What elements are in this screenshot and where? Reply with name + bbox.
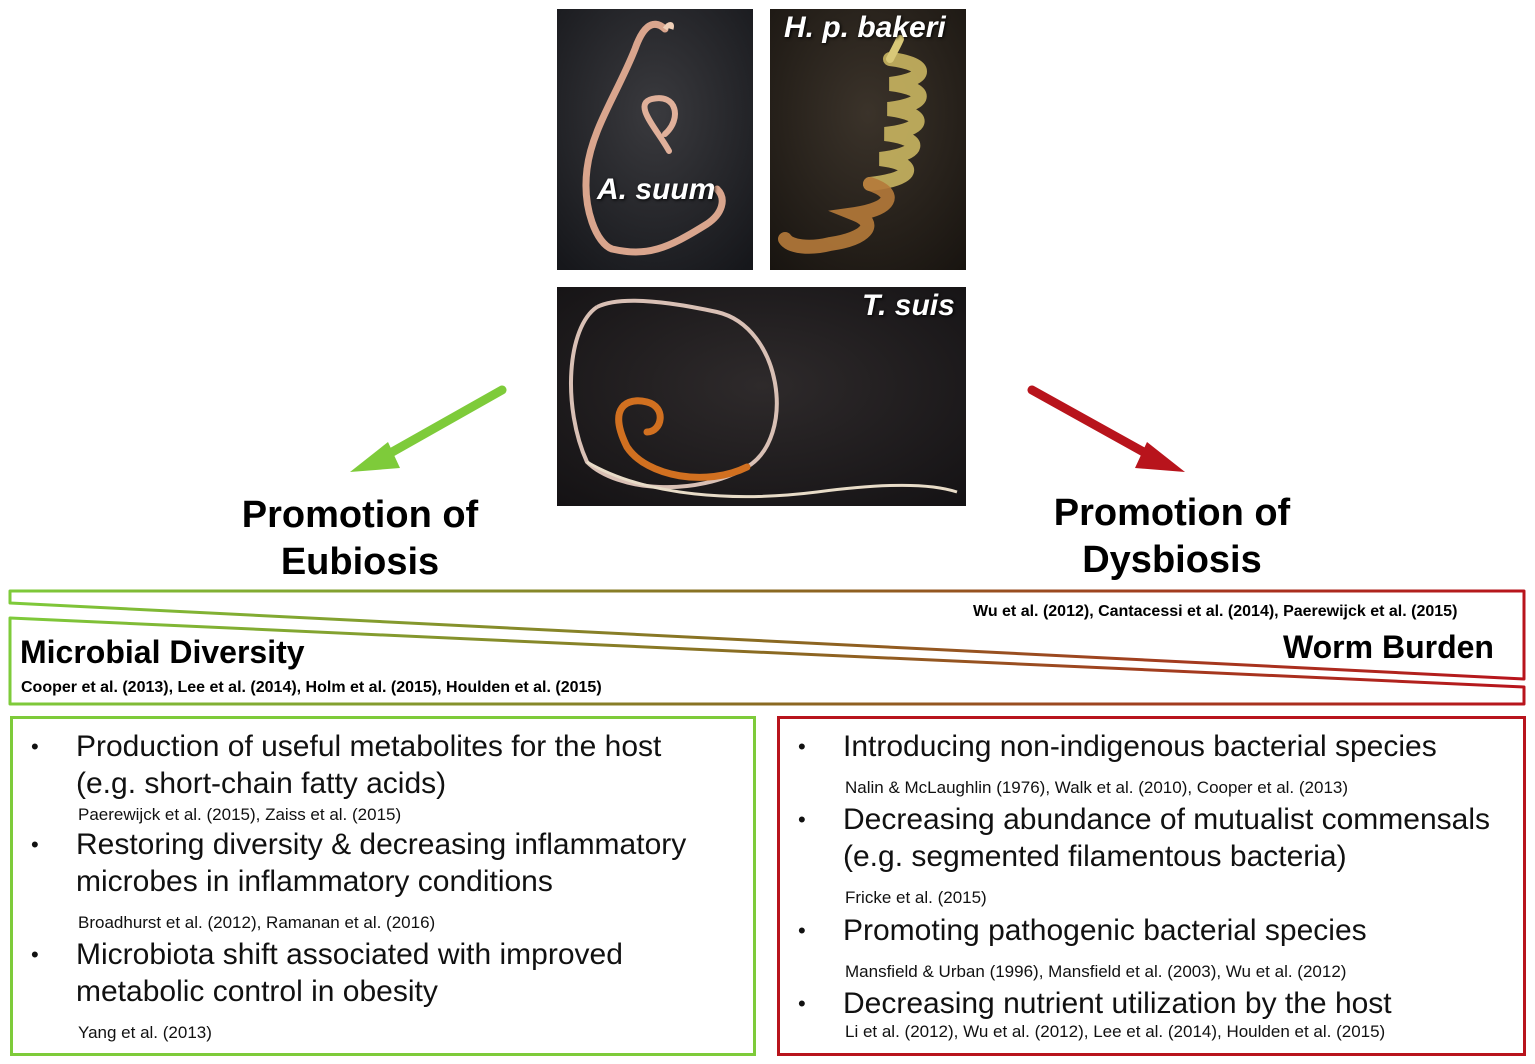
red-arrow-icon [1027,385,1185,472]
bullet-icon: • [798,807,806,832]
citation: Yang et al. (2013) [78,1023,212,1042]
list-item-text: Microbiota shift associated with improve… [76,938,623,971]
microbial-diversity-label: Microbial Diversity [20,634,305,670]
list-item-text: Introducing non-indigenous bacterial spe… [843,730,1437,763]
bullet-icon: • [31,832,39,857]
worm-burden-wedge [8,589,1526,681]
list-item: • Restoring diversity & decreasing infla… [31,826,687,900]
list-item-text: microbes in inflammatory conditions [76,865,553,898]
citation: Broadhurst et al. (2012), Ramanan et al.… [78,913,436,932]
list-item-text: Decreasing nutrient utilization by the h… [843,987,1392,1020]
worm-burden-refs: Wu et al. (2012), Cantacessi et al. (201… [973,603,1458,620]
bullet-icon: • [798,734,806,759]
citation: Paerewijck et al. (2015), Zaiss et al. (… [78,805,402,824]
bullet-icon: • [798,918,806,943]
photo-hp-bakeri: H. p. bakeri [770,9,966,270]
gradient-wedges [8,589,1526,706]
photo-label-hp-bakeri: H. p. bakeri [784,11,946,44]
photo-a-suum: A. suum [557,9,753,270]
microbial-diversity-wedge [8,616,1526,706]
photo-t-suis: T. suis [557,287,966,506]
list-item-text: Promoting pathogenic bacterial species [843,914,1367,947]
heading-dysbiosis-line1: Promotion of [1053,492,1291,534]
bullet-icon: • [31,942,39,967]
heading-eubiosis: Promotion of Eubiosis [200,492,520,586]
photo-label-t-suis: T. suis [862,289,955,322]
heading-eubiosis-line1: Promotion of [241,494,479,536]
list-item-text: metabolic control in obesity [76,975,438,1008]
list-item-text: (e.g. segmented filamentous bacteria) [843,840,1347,873]
heading-dysbiosis-line2: Dysbiosis [1082,539,1262,581]
green-arrow-icon [350,385,507,472]
list-item: • Introducing non-indigenous bacterial s… [798,728,1437,765]
citation: Li et al. (2012), Wu et al. (2012), Lee … [845,1022,1386,1041]
bullet-icon: • [798,991,806,1016]
list-item-text: Restoring diversity & decreasing inflamm… [76,828,687,861]
citation: Nalin & McLaughlin (1976), Walk et al. (… [845,778,1349,797]
list-item: • Promoting pathogenic bacterial species [798,912,1367,949]
list-item: • Decreasing abundance of mutualist comm… [798,801,1491,875]
photo-label-a-suum: A. suum [597,173,716,206]
dysbiosis-effects-box [777,716,1526,1056]
citation: Mansfield & Urban (1996), Mansfield et a… [845,962,1347,981]
bullet-icon: • [31,734,39,759]
eubiosis-effects-box [10,716,756,1056]
heading-dysbiosis: Promotion of Dysbiosis [1012,490,1332,584]
list-item-text: Decreasing abundance of mutualist commen… [843,803,1491,836]
citation: Fricke et al. (2015) [845,888,987,907]
heading-eubiosis-line2: Eubiosis [280,541,440,583]
list-item: • Microbiota shift associated with impro… [31,936,623,1010]
worm-burden-label: Worm Burden [1283,629,1494,665]
list-item-text: (e.g. short-chain fatty acids) [76,767,447,800]
microbial-diversity-refs: Cooper et al. (2013), Lee et al. (2014),… [21,679,602,696]
list-item-text: Production of useful metabolites for the… [76,730,662,763]
list-item: • Production of useful metabolites for t… [31,728,662,802]
list-item: • Decreasing nutrient utilization by the… [798,985,1392,1022]
